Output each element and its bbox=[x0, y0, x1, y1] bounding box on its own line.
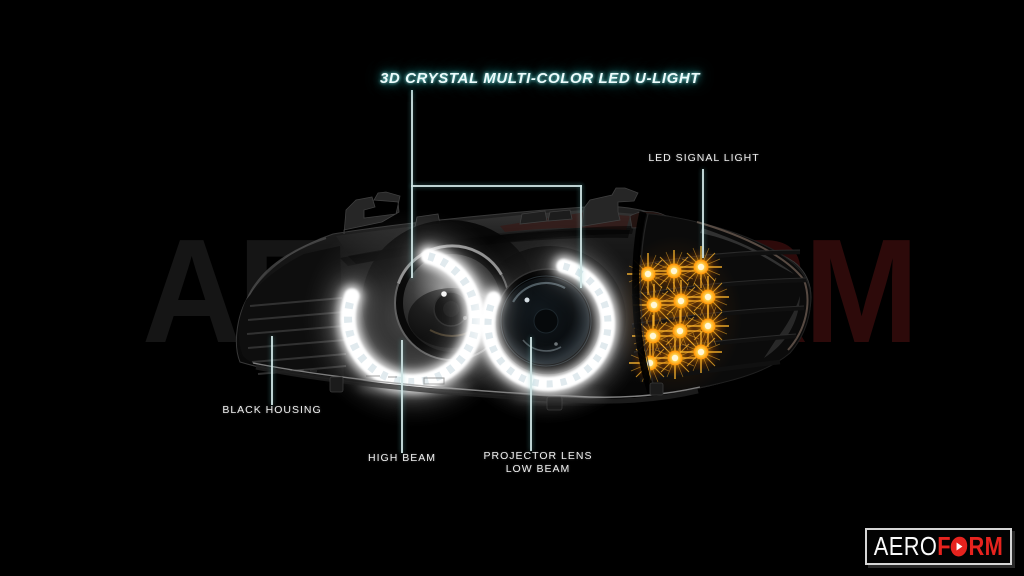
callout-line-projector-lens bbox=[530, 337, 532, 451]
projector-lens-label-line1: PROJECTOR LENS bbox=[483, 450, 593, 462]
callout-line-ulight-left bbox=[411, 90, 413, 278]
u-ring-high-beam bbox=[330, 238, 495, 400]
logo-form-text: FORM bbox=[937, 531, 1003, 562]
corner-signal-lens bbox=[610, 211, 812, 396]
u-ring-low-beam bbox=[470, 249, 625, 401]
led-signal-label: LED SIGNAL LIGHT bbox=[648, 152, 760, 164]
black-housing-label: BLACK HOUSING bbox=[222, 404, 322, 416]
callout-line-led-signal bbox=[702, 169, 704, 258]
callout-line-high-beam bbox=[401, 340, 403, 453]
callout-line-black-housing bbox=[271, 336, 273, 405]
logo-form-word: FORM bbox=[937, 531, 1004, 561]
projector-lens-label: PROJECTOR LENS LOW BEAM bbox=[458, 450, 618, 476]
bottom-edge-trim bbox=[252, 362, 701, 411]
logo-aero-text: AERO bbox=[873, 531, 938, 561]
callout-line-ulight-right bbox=[580, 185, 582, 288]
headline-label: 3D CRYSTAL MULTI-COLOR LED U-LIGHT bbox=[379, 70, 701, 87]
low-beam-label-line2: LOW BEAM bbox=[505, 463, 571, 475]
high-beam-label: HIGH BEAM bbox=[368, 452, 436, 464]
play-icon bbox=[950, 537, 967, 556]
callout-line-ulight-bridge bbox=[411, 185, 582, 187]
